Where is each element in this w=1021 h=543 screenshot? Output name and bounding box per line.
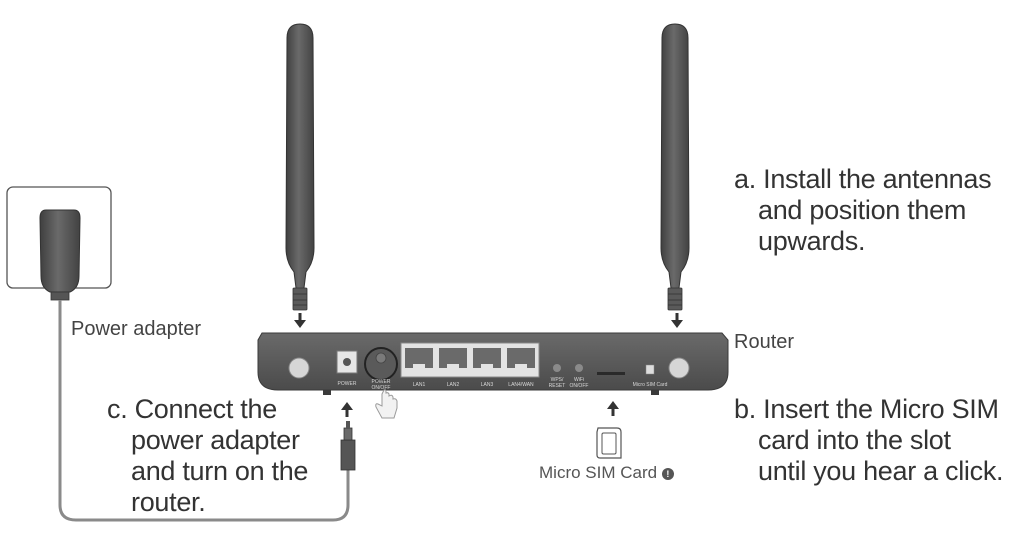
left-antenna-connector xyxy=(288,357,310,379)
panel-label-wifi-2: ON/OFF xyxy=(570,383,589,389)
step-c-line-2: power adapter xyxy=(131,425,300,455)
panel-label-lan3: LAN3 xyxy=(481,382,494,388)
step-b-text: b. Insert the Micro SIM card into the sl… xyxy=(734,394,1004,487)
step-b-line-3: until you hear a click. xyxy=(758,456,1004,486)
panel-label-power: POWER xyxy=(338,381,357,387)
power-switch xyxy=(364,347,398,381)
step-b-line-2: card into the slot xyxy=(758,425,951,455)
step-c-line-3: and turn on the xyxy=(131,456,309,486)
step-c-letter: c. xyxy=(107,394,128,424)
power-cable xyxy=(58,300,350,522)
sim-arrow xyxy=(607,401,619,416)
panel-label-wps-2: RESET xyxy=(549,383,566,389)
right-antenna xyxy=(660,23,690,311)
panel-label-lan2: LAN2 xyxy=(447,382,460,388)
panel-label-wps-1: WPS/ xyxy=(551,377,564,383)
step-c-line-4: router. xyxy=(131,487,206,517)
panel-label-power-switch-1: POWER xyxy=(372,379,391,385)
step-c-text: c. Connect the power adapter and turn on… xyxy=(107,394,308,518)
micro-sim-card-label-text: Micro SIM Card xyxy=(539,463,658,482)
power-adapter-label: Power adapter xyxy=(71,318,202,340)
panel-label-wifi-1: WiFi xyxy=(574,377,584,383)
hand-pointer-icon xyxy=(375,389,398,419)
left-antenna xyxy=(285,23,315,311)
step-a-line-2: and position them xyxy=(758,195,967,225)
step-a-line-3: upwards. xyxy=(758,226,866,256)
panel-label-lan4-wan: LAN4/WAN xyxy=(508,382,534,388)
dc-plug-arrow xyxy=(341,402,353,417)
router-body xyxy=(257,332,729,395)
micro-sim-slot xyxy=(597,372,625,375)
left-antenna-arrow xyxy=(294,313,306,328)
step-b-letter: b. xyxy=(734,394,756,424)
wifi-switch-button xyxy=(575,364,583,372)
panel-label-lan1: LAN1 xyxy=(413,382,426,388)
power-adapter-plug xyxy=(39,209,81,301)
step-b-line-1: Insert the Micro SIM xyxy=(763,394,999,424)
step-c-line-1: Connect the xyxy=(134,394,278,424)
step-a-line-1: Install the antennas xyxy=(763,164,992,194)
lan-ports xyxy=(405,348,535,368)
wps-reset-button xyxy=(553,364,561,372)
step-a-letter: a. xyxy=(734,164,756,194)
right-antenna-arrow xyxy=(671,313,683,328)
right-antenna-connector xyxy=(668,357,690,379)
info-icon: ! xyxy=(661,468,674,480)
step-a-text: a. Install the antennas and position the… xyxy=(734,164,992,257)
micro-sim-card-icon xyxy=(596,427,622,459)
panel-label-power-switch-2: ON/OFF xyxy=(372,385,391,391)
micro-sim-card-label: Micro SIM Card ! xyxy=(539,462,674,484)
router-panel-labels: POWER POWER ON/OFF LAN1 LAN2 LAN3 LAN4/W… xyxy=(338,377,668,391)
router-label: Router xyxy=(734,331,795,353)
panel-label-sim: Micro SIM Card xyxy=(633,382,668,388)
dc-plug xyxy=(340,421,356,471)
